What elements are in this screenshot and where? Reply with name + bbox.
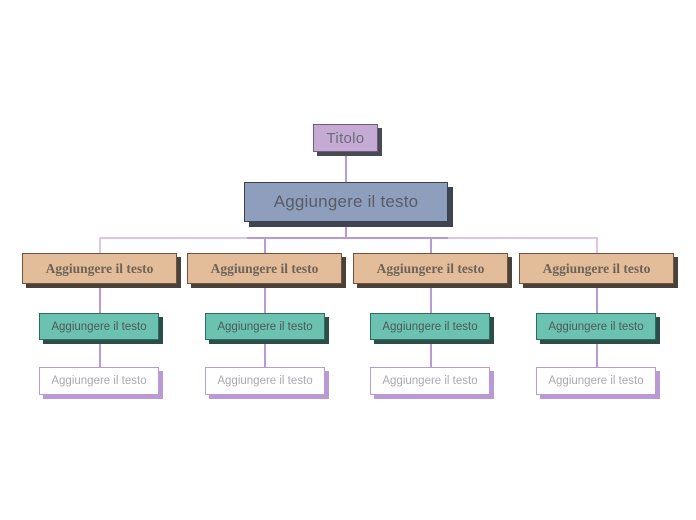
connector-col4-tan-to-teal: [596, 284, 598, 313]
node-subtitle-label: Aggiungere il testo: [273, 192, 419, 211]
connector-bus-center-left: [247, 237, 345, 239]
connector-subtitle-down: [345, 222, 347, 238]
node-branch-3-label: Aggiungere il testo: [376, 260, 485, 276]
connector-title-to-subtitle: [345, 152, 347, 182]
connector-bus-drop-3: [430, 237, 432, 253]
node-leaf-3-label: Aggiungere il testo: [382, 375, 478, 387]
node-leaf-1[interactable]: Aggiungere il testo: [39, 367, 159, 395]
connector-bus-left: [99, 237, 247, 239]
node-branch-1[interactable]: Aggiungere il testo: [22, 253, 177, 284]
node-subbranch-2[interactable]: Aggiungere il testo: [205, 313, 325, 340]
node-leaf-4-label: Aggiungere il testo: [548, 375, 644, 387]
node-subbranch-2-label: Aggiungere il testo: [217, 320, 313, 333]
node-branch-2[interactable]: Aggiungere il testo: [187, 253, 342, 284]
connector-bus-drop-2: [264, 237, 266, 253]
node-leaf-3[interactable]: Aggiungere il testo: [370, 367, 490, 395]
node-title-label: Titolo: [326, 129, 365, 147]
node-branch-2-label: Aggiungere il testo: [210, 260, 319, 276]
node-branch-4-label: Aggiungere il testo: [542, 260, 651, 276]
node-branch-4[interactable]: Aggiungere il testo: [519, 253, 674, 284]
node-branch-1-label: Aggiungere il testo: [45, 260, 154, 276]
node-leaf-1-label: Aggiungere il testo: [51, 375, 147, 387]
node-leaf-2-label: Aggiungere il testo: [217, 375, 313, 387]
node-subbranch-3[interactable]: Aggiungere il testo: [370, 313, 490, 340]
connector-bus-drop-1: [99, 237, 101, 253]
node-subbranch-1[interactable]: Aggiungere il testo: [39, 313, 159, 340]
connector-col4-teal-to-leaf: [596, 340, 598, 367]
connector-col2-teal-to-leaf: [264, 340, 266, 367]
node-leaf-2[interactable]: Aggiungere il testo: [205, 367, 325, 395]
connector-col3-teal-to-leaf: [430, 340, 432, 367]
connector-bus-center-right: [345, 237, 448, 239]
node-subtitle[interactable]: Aggiungere il testo: [244, 182, 448, 222]
node-leaf-4[interactable]: Aggiungere il testo: [536, 367, 656, 395]
connector-col3-tan-to-teal: [430, 284, 432, 313]
node-subbranch-1-label: Aggiungere il testo: [51, 320, 147, 333]
node-branch-3[interactable]: Aggiungere il testo: [353, 253, 508, 284]
connector-col1-tan-to-teal: [99, 284, 101, 313]
connector-col1-teal-to-leaf: [99, 340, 101, 367]
node-subbranch-4[interactable]: Aggiungere il testo: [536, 313, 656, 340]
node-title[interactable]: Titolo: [313, 124, 378, 152]
connector-bus-drop-4: [596, 237, 598, 253]
connector-bus-right: [448, 237, 597, 239]
connector-col2-tan-to-teal: [264, 284, 266, 313]
node-subbranch-4-label: Aggiungere il testo: [548, 320, 644, 333]
node-subbranch-3-label: Aggiungere il testo: [382, 320, 478, 333]
